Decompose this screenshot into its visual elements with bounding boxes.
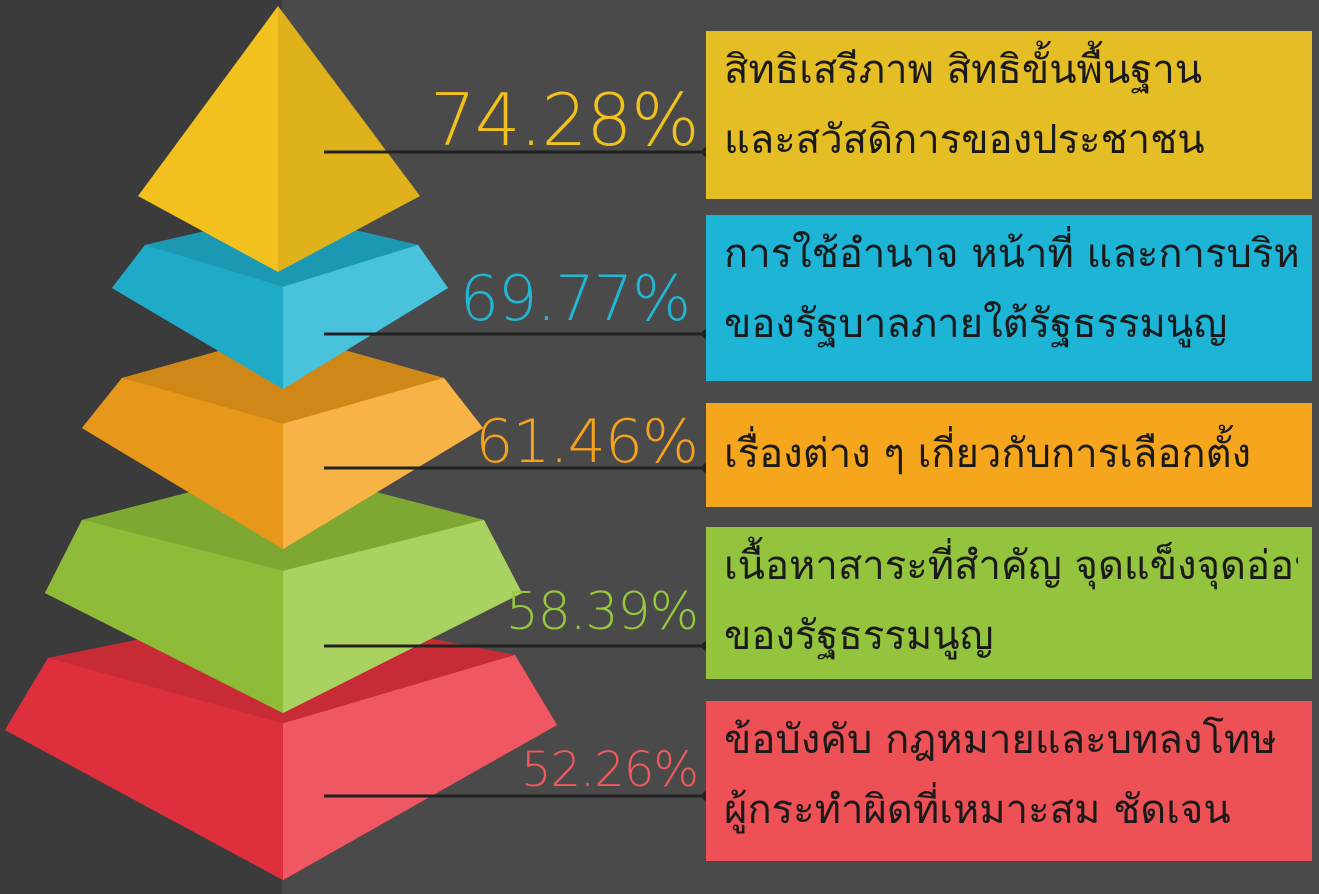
percent-label-1: 74.28% xyxy=(430,78,700,162)
pyramid-level-4-right-face xyxy=(283,520,522,713)
category-2-line-2: ของรัฐบาลภายใต้รัฐธรรมนูญ xyxy=(724,301,1228,347)
category-box-3: เรื่องต่าง ๆ เกี่ยวกับการเลือกตั้ง xyxy=(706,403,1312,507)
category-box-2: การใช้อำนาจ หน้าที่ และการบริหารงาน ของร… xyxy=(706,215,1312,381)
category-1-line-2: และสวัสดิการของประชาชน xyxy=(724,117,1205,163)
pyramid-level-4-left-face xyxy=(45,520,283,713)
pyramid-apex-right-face xyxy=(278,6,420,272)
percent-label-4: 58.39% xyxy=(505,582,699,642)
percent-label-2: 69.77% xyxy=(459,262,691,335)
pyramid-level-3-right-face xyxy=(283,378,483,549)
category-4-line-2: ของรัฐธรรมนูญ xyxy=(724,613,994,659)
pyramid-level-5-right-face xyxy=(283,655,557,880)
category-box-5: ข้อบังคับ กฎหมายและบทลงโทษ ผู้กระทำผิดที… xyxy=(706,701,1312,861)
category-1-line-1: สิทธิเสรีภาพ สิทธิขั้นพื้นฐาน xyxy=(724,47,1203,93)
pyramid-level-2-right-face xyxy=(283,245,448,389)
percent-label-5: 52.26% xyxy=(520,742,699,798)
category-3-line-1: เรื่องต่าง ๆ เกี่ยวกับการเลือกตั้ง xyxy=(724,431,1252,477)
category-5-line-1: ข้อบังคับ กฎหมายและบทลงโทษ xyxy=(724,717,1277,763)
pyramid-level-5-left-face xyxy=(5,658,283,880)
category-2-line-1: การใช้อำนาจ หน้าที่ และการบริหารงาน xyxy=(724,231,1298,277)
category-box-1: สิทธิเสรีภาพ สิทธิขั้นพื้นฐาน และสวัสดิก… xyxy=(706,31,1312,199)
pyramid-level-3-left-face xyxy=(82,378,283,549)
category-box-4: เนื้อหาสาระที่สำคัญ จุดแข็งจุดอ่อน ของรั… xyxy=(706,527,1312,679)
pyramid-apex-left-face xyxy=(138,6,278,272)
category-5-line-2: ผู้กระทำผิดที่เหมาะสม ชัดเจน xyxy=(724,787,1231,833)
pyramid-level-2-left-face xyxy=(112,245,283,389)
percent-label-3: 61.46% xyxy=(475,407,699,477)
category-4-line-1: เนื้อหาสาระที่สำคัญ จุดแข็งจุดอ่อน xyxy=(724,543,1298,589)
